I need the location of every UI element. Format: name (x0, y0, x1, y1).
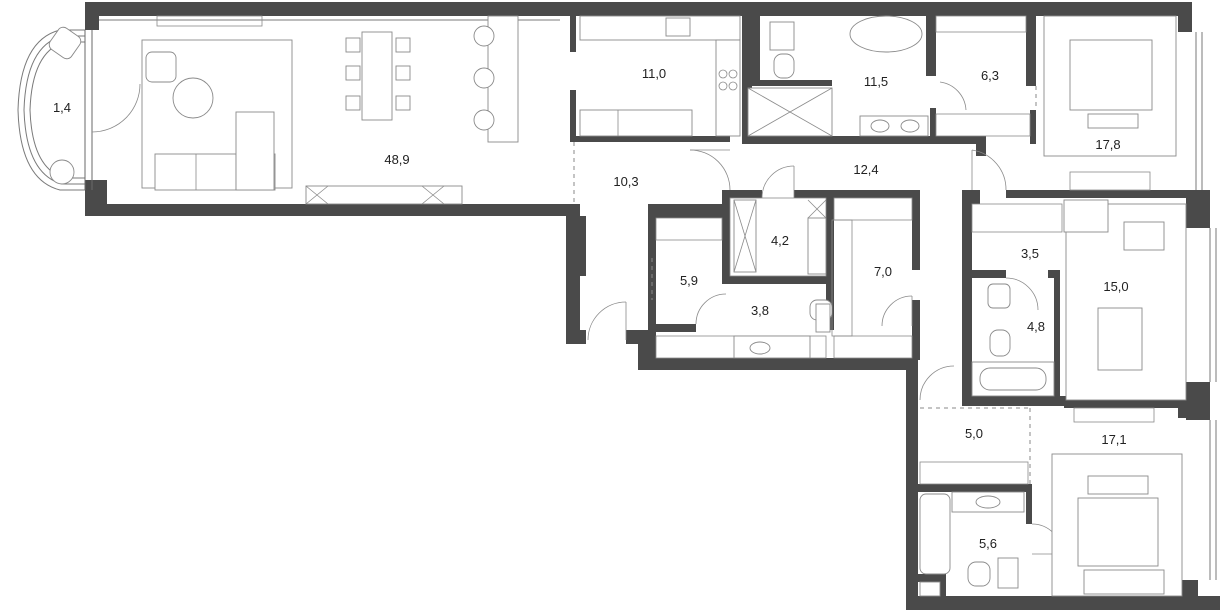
living-room-furniture (141, 15, 519, 205)
area-label-bedroom-master: 17,8 (1095, 137, 1120, 152)
area-label-hall-b: 5,0 (965, 426, 983, 441)
area-label-bath-main: 11,5 (864, 74, 888, 89)
area-label-living: 48,9 (384, 152, 409, 167)
bath-b-fixtures (971, 283, 1055, 397)
area-label-closet-a: 5,9 (680, 273, 698, 288)
area-label-bedroom-b: 15,0 (1103, 279, 1128, 294)
balcony (17, 26, 141, 191)
kitchen-furniture (579, 15, 741, 137)
bath-main-fixtures (747, 15, 929, 137)
wc-fixtures (733, 199, 833, 359)
area-label-wardrobe-master: 6,3 (981, 68, 999, 83)
area-label-hall: 10,3 (613, 174, 638, 189)
bath-c-fixtures (919, 491, 1025, 597)
room-labels: 1,4 48,9 11,0 11,5 6,3 17,8 10,3 12,4 4,… (53, 66, 1129, 551)
area-label-closet-b: 3,5 (1021, 246, 1039, 261)
exterior-walls (85, 2, 1220, 610)
area-label-storage-a: 4,2 (771, 233, 789, 248)
area-label-wc: 3,8 (751, 303, 769, 318)
area-label-balcony: 1,4 (53, 100, 71, 115)
area-label-kitchen: 11,0 (642, 66, 666, 81)
area-label-bedroom-c: 17,1 (1101, 432, 1126, 447)
bedroom-master-furniture (1043, 15, 1177, 191)
area-label-bath-c: 5,6 (979, 536, 997, 551)
area-label-corridor: 12,4 (853, 162, 878, 177)
bedroom-b-furniture (1063, 199, 1187, 401)
area-label-wardrobe-b: 7,0 (874, 264, 892, 279)
interior-walls (570, 16, 1194, 610)
bedroom-c-furniture (1051, 407, 1183, 597)
area-label-bath-b: 4,8 (1027, 319, 1045, 334)
